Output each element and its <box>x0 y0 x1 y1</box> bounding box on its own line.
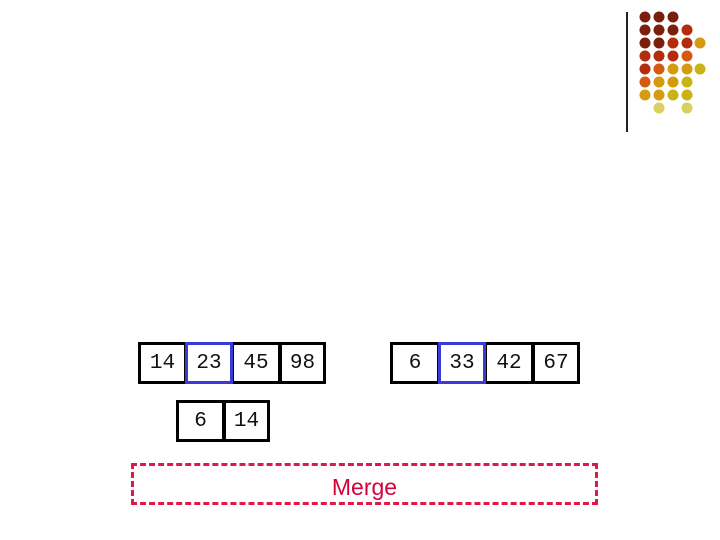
decorative-dot <box>668 12 679 23</box>
decorative-dot <box>682 77 693 88</box>
merged-array-cell: 14 <box>223 400 270 442</box>
left-array-cell: 45 <box>231 342 281 384</box>
decorative-dot <box>668 25 679 36</box>
decorative-dot-grid <box>0 0 720 140</box>
decorative-dot <box>695 64 706 75</box>
decorative-dot <box>640 90 651 101</box>
decorative-dot <box>640 12 651 23</box>
right-array-cell: 6 <box>390 342 440 384</box>
decorative-dot <box>682 38 693 49</box>
right-array-cell: 42 <box>484 342 534 384</box>
left-array-cell: 98 <box>279 342 326 384</box>
left-array-cell-highlighted: 23 <box>185 342 233 384</box>
decorative-dot <box>682 64 693 75</box>
decorative-dot <box>654 12 665 23</box>
left-array-cell: 14 <box>138 342 187 384</box>
decorative-dot <box>682 103 693 114</box>
decorative-dot <box>640 64 651 75</box>
decorative-dot <box>668 51 679 62</box>
decorative-dot <box>654 51 665 62</box>
decorative-dot <box>682 25 693 36</box>
decorative-dot <box>668 38 679 49</box>
decorative-dot <box>654 38 665 49</box>
decorative-dot <box>682 90 693 101</box>
right-array-cell: 67 <box>532 342 580 384</box>
decorative-dot <box>654 90 665 101</box>
decorative-dot <box>654 103 665 114</box>
decorative-dot <box>654 64 665 75</box>
decorative-dot <box>654 77 665 88</box>
decorative-dot <box>668 90 679 101</box>
decorative-divider-line <box>626 12 628 132</box>
decorative-dot <box>640 38 651 49</box>
merged-array-cell: 6 <box>176 400 225 442</box>
decorative-dot <box>640 77 651 88</box>
decorative-dot <box>668 77 679 88</box>
decorative-dot <box>640 51 651 62</box>
right-array-cell-highlighted: 33 <box>438 342 486 384</box>
decorative-dot <box>640 25 651 36</box>
decorative-dot <box>695 38 706 49</box>
decorative-dot <box>682 51 693 62</box>
merge-area: Merge <box>131 463 598 505</box>
decorative-dot <box>668 64 679 75</box>
merge-label: Merge <box>134 474 595 501</box>
decorative-dot <box>654 25 665 36</box>
